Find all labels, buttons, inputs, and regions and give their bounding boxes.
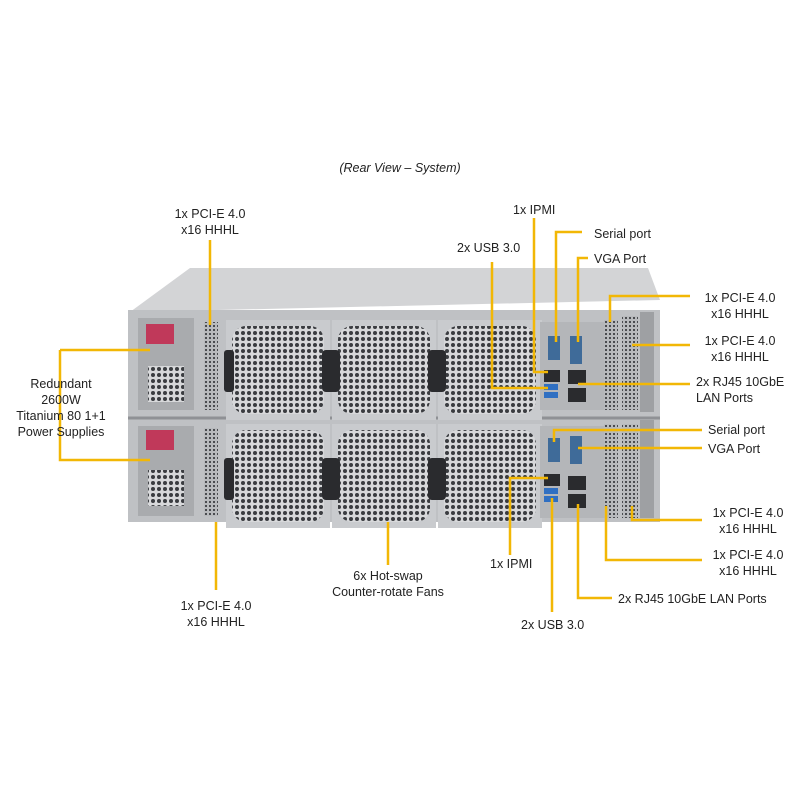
label-vga-top: VGA Port xyxy=(594,252,647,266)
label-line: Power Supplies xyxy=(17,425,105,439)
psu-handle xyxy=(146,324,174,344)
label-vga-bottom: VGA Port xyxy=(708,442,761,456)
pcie-slot-left-bottom xyxy=(204,428,218,516)
lan-port xyxy=(568,476,586,490)
label-line: x16 HHHL xyxy=(711,307,769,321)
chassis-top xyxy=(130,268,660,312)
label-line: Counter-rotate Fans xyxy=(332,585,444,599)
fan-4 xyxy=(226,424,330,528)
label-line: 2x RJ45 10GbE xyxy=(696,375,785,389)
label-lan-bottom: 2x RJ45 10GbE LAN Ports xyxy=(618,592,767,606)
label-line: Redundant xyxy=(30,377,92,391)
usb-port xyxy=(544,384,558,390)
ipmi-port xyxy=(544,474,560,486)
label-pcie-right-3: 1x PCI-E 4.0 x16 HHHL xyxy=(700,505,796,537)
label-line: x16 HHHL xyxy=(181,223,239,237)
fan-3 xyxy=(438,320,542,420)
pcie-slot-right xyxy=(622,316,638,410)
label-usb-top: 2x USB 3.0 xyxy=(457,241,521,255)
pcie-slot-left-top xyxy=(204,322,218,410)
label-line: 6x Hot-swap xyxy=(353,569,423,583)
label-line: x16 HHHL xyxy=(719,564,777,578)
io-top xyxy=(540,312,654,412)
leader-lines xyxy=(58,218,702,612)
psu-top xyxy=(138,318,194,410)
fan-5 xyxy=(332,424,436,528)
fan-6 xyxy=(438,424,542,528)
psu-handle xyxy=(146,430,174,450)
label-pcie-bottom-left: 1x PCI-E 4.0 x16 HHHL xyxy=(156,598,276,630)
label-line: x16 HHHL xyxy=(711,350,769,364)
label-line: 1x PCI-E 4.0 xyxy=(704,334,776,348)
fan-2 xyxy=(332,320,436,420)
page-title: (Rear View – System) xyxy=(339,161,461,175)
label-usb-bottom: 2x USB 3.0 xyxy=(521,618,585,632)
label-line: 1x PCI-E 4.0 xyxy=(712,506,784,520)
lan-port xyxy=(568,370,586,384)
label-serial-top: Serial port xyxy=(594,227,651,241)
label-ipmi-bottom: 1x IPMI xyxy=(490,557,533,571)
label-line: Titanium 80 1+1 xyxy=(16,409,106,423)
label-pcie-right-2: 1x PCI-E 4.0 x16 HHHL xyxy=(690,333,790,365)
label-psu: Redundant 2600W Titanium 80 1+1 Power Su… xyxy=(6,376,116,440)
label-line: 1x PCI-E 4.0 xyxy=(180,599,252,613)
lan-port xyxy=(568,388,586,402)
usb-port xyxy=(544,488,558,494)
label-line: 1x PCI-E 4.0 xyxy=(174,207,246,221)
label-serial-bottom: Serial port xyxy=(708,423,765,437)
label-line: 1x PCI-E 4.0 xyxy=(712,548,784,562)
label-ipmi-top: 1x IPMI xyxy=(513,203,556,217)
label-line: x16 HHHL xyxy=(719,522,777,536)
label-lan-top: 2x RJ45 10GbE LAN Ports xyxy=(696,374,784,406)
label-fans: 6x Hot-swap Counter-rotate Fans xyxy=(318,568,458,600)
label-line: LAN Ports xyxy=(696,391,753,405)
label-pcie-right-1: 1x PCI-E 4.0 x16 HHHL xyxy=(690,290,790,322)
io-bottom xyxy=(540,420,654,518)
serial-port xyxy=(548,336,560,360)
label-line: 2600W xyxy=(41,393,81,407)
serial-port xyxy=(548,438,560,462)
fan-1 xyxy=(226,320,330,420)
pcie-slot-right xyxy=(622,424,638,518)
pcie-slot-right xyxy=(604,320,618,410)
label-pcie-top-left: 1x PCI-E 4.0 x16 HHHL xyxy=(150,206,270,238)
lan-port xyxy=(568,494,586,508)
label-pcie-right-4: 1x PCI-E 4.0 x16 HHHL xyxy=(700,547,796,579)
psu-bottom xyxy=(138,426,194,516)
pcie-slot-right xyxy=(604,424,618,518)
usb-port xyxy=(544,392,558,398)
label-line: 1x PCI-E 4.0 xyxy=(704,291,776,305)
label-line: x16 HHHL xyxy=(187,615,245,629)
vga-port xyxy=(570,336,582,364)
vga-port xyxy=(570,436,582,464)
